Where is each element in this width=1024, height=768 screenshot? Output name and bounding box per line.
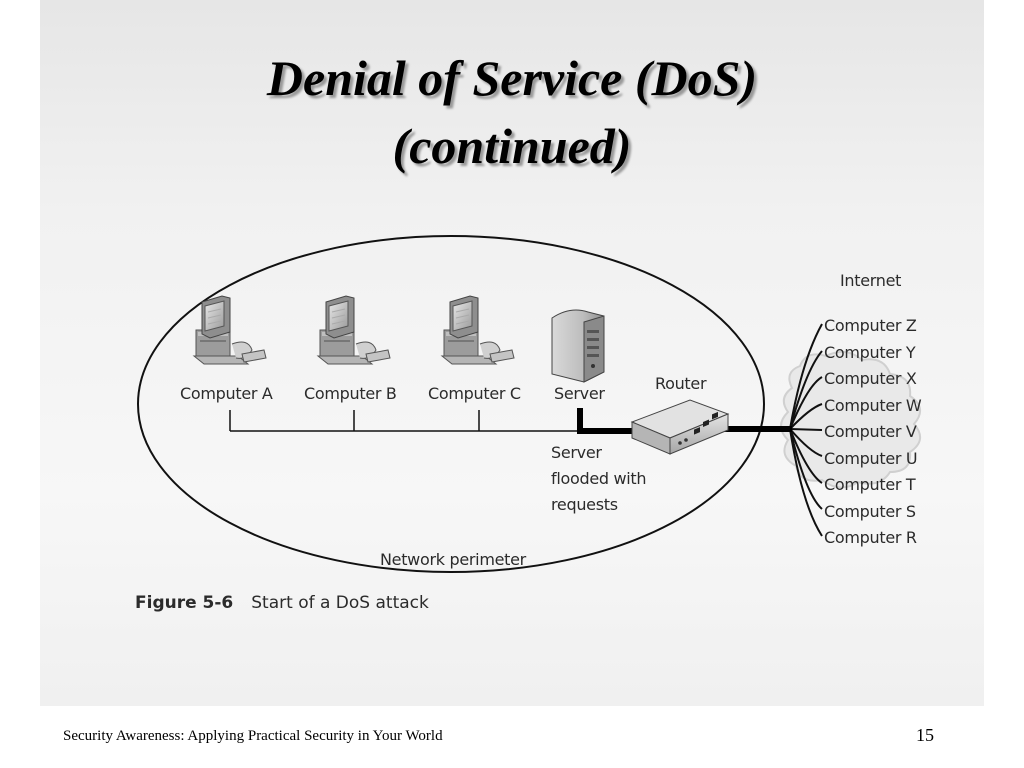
external-computer-label: Computer X <box>824 369 917 388</box>
external-computer-label: Computer R <box>824 528 917 547</box>
external-computer-label: Computer Z <box>824 316 917 335</box>
computer-b-icon <box>317 295 391 365</box>
server-icon <box>551 309 605 383</box>
computer-c-icon <box>441 295 515 365</box>
external-computer-label: Computer Y <box>824 342 916 362</box>
internet-label: Internet <box>840 271 902 290</box>
computer-b-label: Computer B <box>304 384 397 403</box>
server-note-line: Server <box>551 443 602 462</box>
external-connection-lines <box>789 323 823 537</box>
server-note-line: requests <box>551 495 618 514</box>
server-label: Server <box>554 384 605 403</box>
title-line-2: (continued) <box>392 118 632 174</box>
server-flooded-note: Server flooded with requests <box>551 440 647 518</box>
external-computer-label: Computer U <box>824 448 918 468</box>
network-perimeter-ellipse <box>137 235 765 573</box>
figure-caption-text: Start of a DoS attack <box>251 593 429 613</box>
computer-c-label: Computer C <box>428 384 521 403</box>
external-computer-label: Computer W <box>824 395 922 415</box>
slide-title: Denial of Service (DoS) (continued) <box>0 44 1024 180</box>
figure-caption: Figure 5-6 Start of a DoS attack <box>135 593 429 613</box>
server-note-line: flooded with <box>551 469 647 488</box>
router-label: Router <box>655 374 707 393</box>
external-computer-label: Computer S <box>824 501 916 521</box>
external-computers-list: Computer Z Computer Y Computer X Compute… <box>824 313 922 552</box>
page-number: 15 <box>916 725 934 745</box>
computer-a-icon <box>193 295 267 365</box>
network-perimeter-label: Network perimeter <box>380 550 526 569</box>
external-computer-label: Computer V <box>824 422 917 441</box>
external-computer-label: Computer T <box>824 475 916 494</box>
figure-number: Figure 5-6 <box>135 593 234 613</box>
computer-a-label: Computer A <box>180 384 273 403</box>
slide-footer: Security Awareness: Applying Practical S… <box>63 728 443 744</box>
lan-connection-lines <box>229 410 580 432</box>
router-icon <box>630 399 730 455</box>
title-line-1: Denial of Service (DoS) <box>266 50 758 106</box>
flood-connection-line <box>577 408 792 434</box>
